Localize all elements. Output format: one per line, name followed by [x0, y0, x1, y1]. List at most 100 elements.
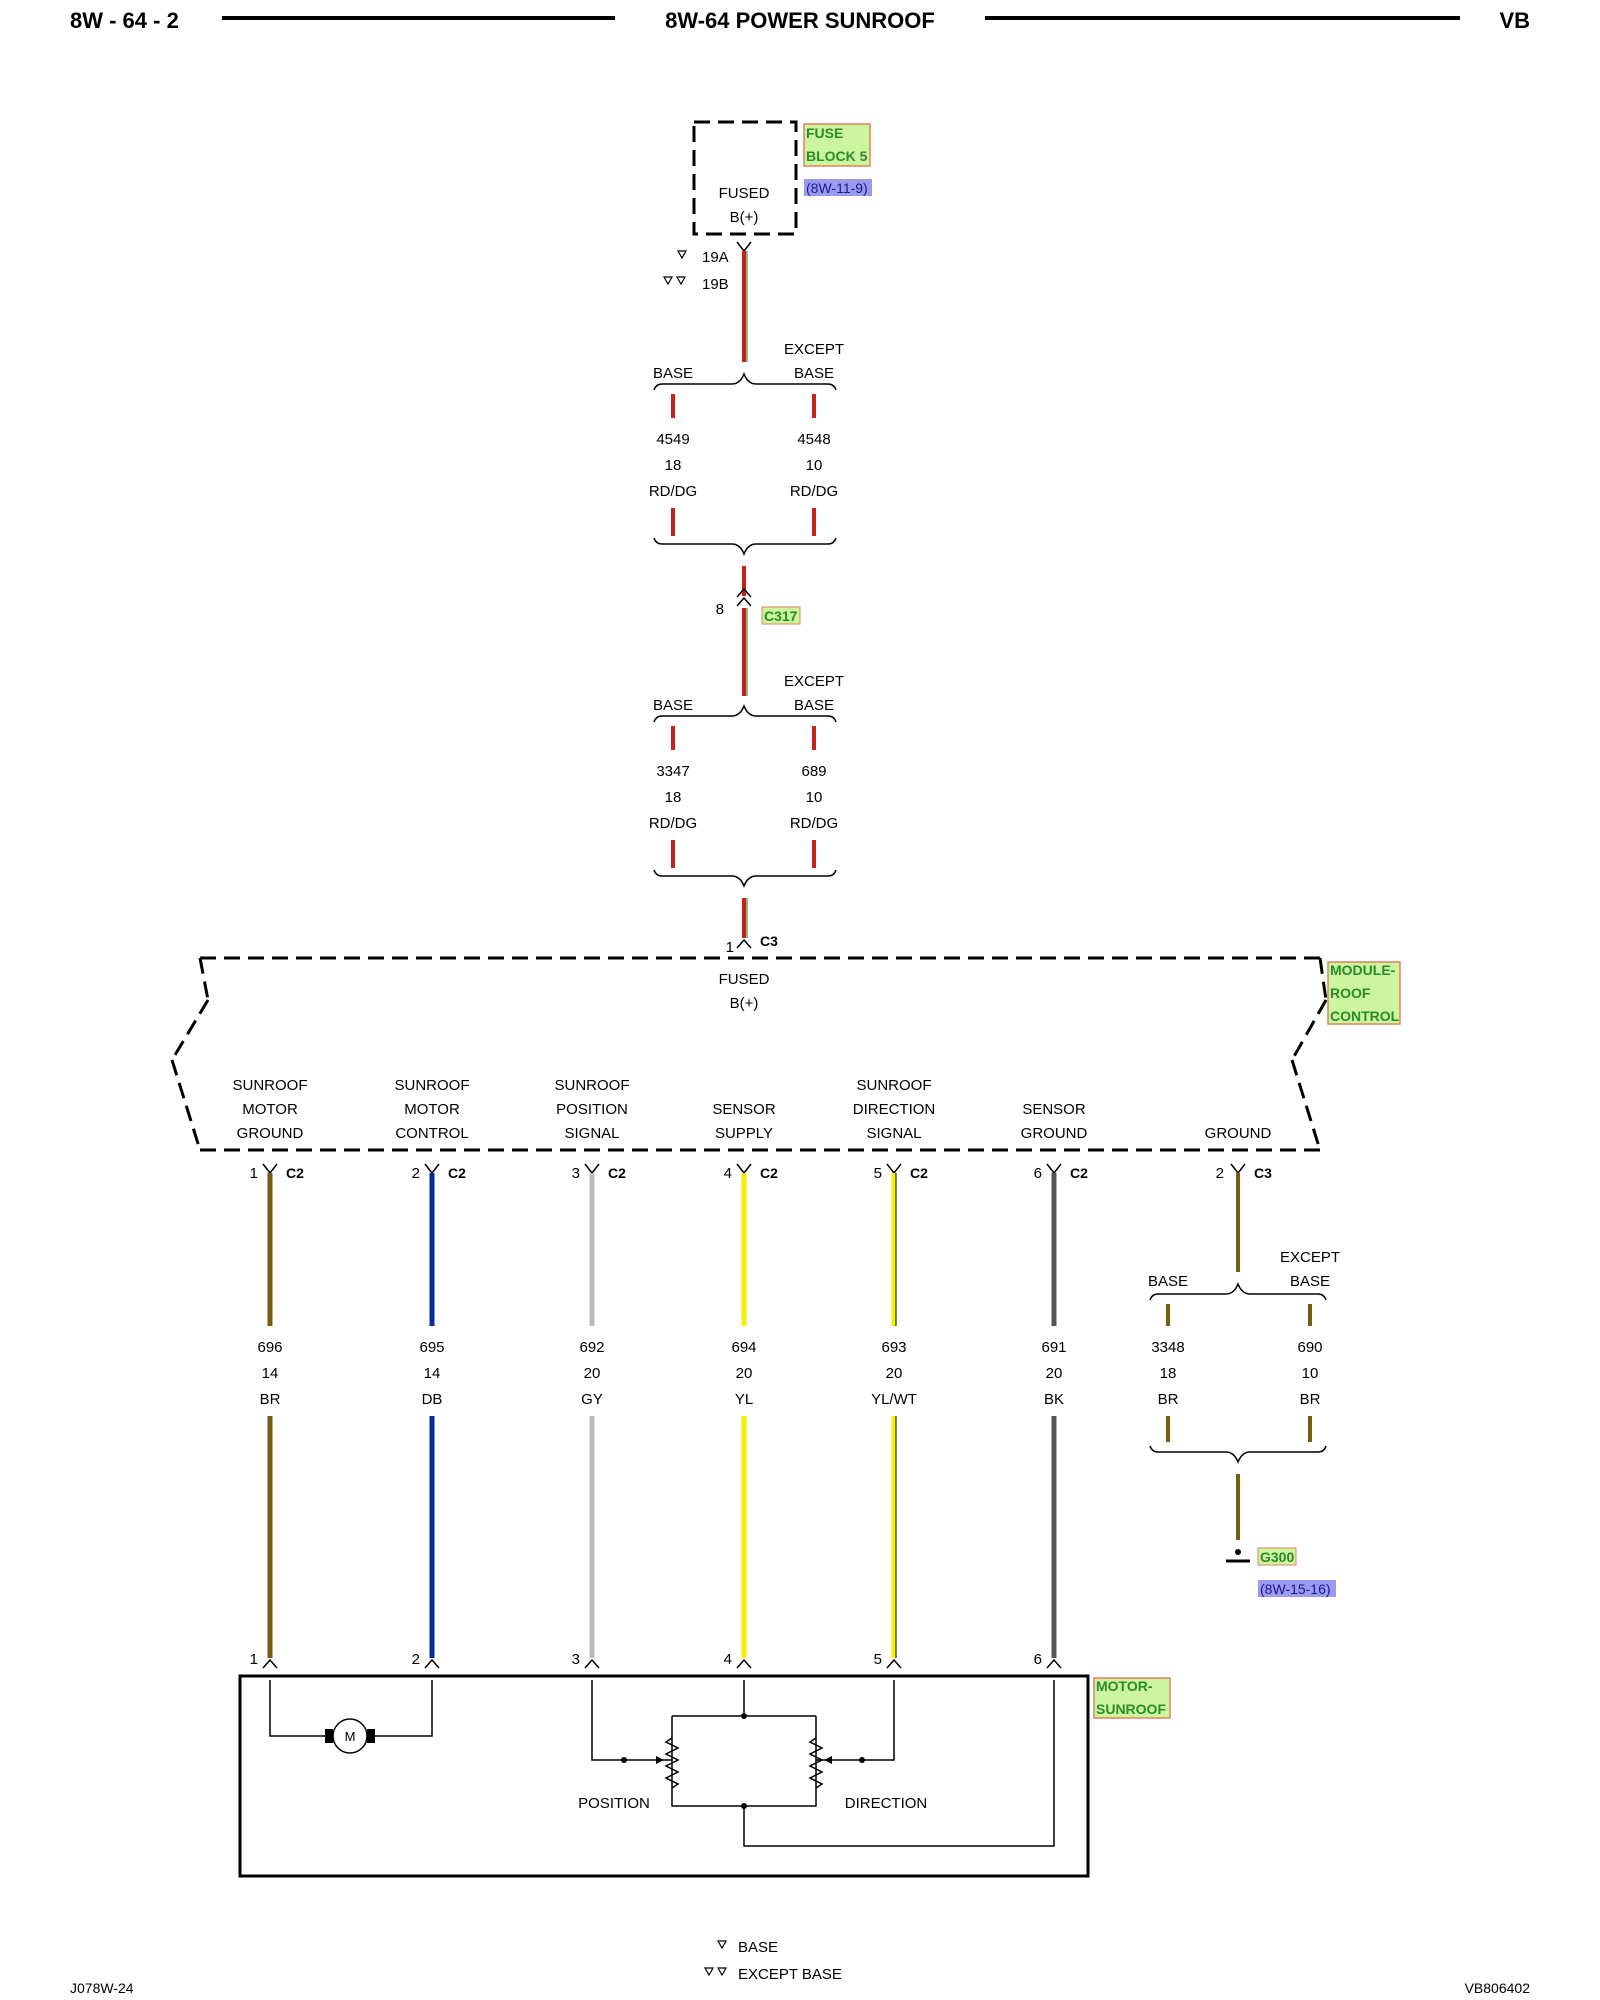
- wire-gauge: 14: [424, 1365, 441, 1382]
- wire-circuit-number: 695: [419, 1339, 444, 1356]
- terminal-label-line3: GROUND: [1021, 1125, 1088, 1142]
- motor-pin: 1: [250, 1651, 258, 1668]
- wire-color-code: BK: [1044, 1391, 1064, 1408]
- module-input-connector-icon: [736, 938, 752, 949]
- wire-circuit-number: 691: [1041, 1339, 1066, 1356]
- module-input-conn: C3: [760, 933, 778, 949]
- node-direction: [859, 1757, 865, 1763]
- splice2-except-label-1: EXCEPT: [784, 673, 844, 690]
- node-supply: [741, 1713, 747, 1719]
- motor-pin: 2: [412, 1651, 420, 1668]
- wire-3348-circuit: 3348: [1151, 1339, 1184, 1356]
- ground-connector-icon: [1230, 1163, 1246, 1175]
- legend-base-label: BASE: [738, 1939, 778, 1956]
- wire-689-circuit: 689: [801, 763, 826, 780]
- fuse-block-label-2: B(+): [730, 209, 759, 226]
- terminal-label-line3: GROUND: [237, 1125, 304, 1142]
- triangle-except-icon-2: [675, 276, 687, 286]
- node-ground: [741, 1803, 747, 1809]
- wire-4549-color: RD/DG: [649, 483, 697, 500]
- wire-gauge: 14: [262, 1365, 279, 1382]
- terminal-conn: C2: [760, 1165, 778, 1181]
- module-fused-label-1: FUSED: [719, 971, 770, 988]
- g300-ref: (8W-15-16): [1260, 1581, 1331, 1597]
- splice1-base-label: BASE: [653, 365, 693, 382]
- wire-689-color: RD/DG: [790, 815, 838, 832]
- terminal-pin: 5: [874, 1165, 882, 1182]
- fuse-block-tag-bg: [803, 123, 871, 167]
- splice1-except-label-1: EXCEPT: [784, 341, 844, 358]
- module-tag-bg: [1327, 961, 1401, 1025]
- terminal-label-line2: SENSOR: [712, 1101, 776, 1118]
- ground-base-label: BASE: [1148, 1273, 1188, 1290]
- legend-except-triangle-icon-2: [716, 1967, 728, 1977]
- wire-4549-gauge: 18: [665, 457, 682, 474]
- terminal-label-line1: SUNROOF: [857, 1077, 932, 1094]
- cavity-19a: 19A: [702, 249, 729, 266]
- terminal-conn: C2: [286, 1165, 304, 1181]
- vehicle-code: VB: [1499, 8, 1530, 33]
- legend-except-base-label: EXCEPT BASE: [738, 1966, 842, 1983]
- page-number: 8W - 64 - 2: [70, 8, 179, 33]
- wire-color-code: GY: [581, 1391, 603, 1408]
- page-title: 8W-64 POWER SUNROOF: [665, 8, 935, 33]
- wire-gauge: 20: [886, 1365, 903, 1382]
- direction-resistor-icon: [808, 1737, 824, 1789]
- terminal-label-line3: SUPPLY: [715, 1125, 773, 1142]
- cavity-19b: 19B: [702, 276, 729, 293]
- ground-brace-top: [1149, 1281, 1327, 1301]
- module-name-3: CONTROL: [1330, 1008, 1400, 1024]
- terminal-label-line3: SIGNAL: [564, 1125, 619, 1142]
- fuse-connector-icon: [736, 241, 752, 253]
- terminal-label-line1: SUNROOF: [233, 1077, 308, 1094]
- motor-connector-icon: [424, 1658, 440, 1669]
- fuse-block-label-1: FUSED: [719, 185, 770, 202]
- motor-pin: 3: [572, 1651, 580, 1668]
- splice1-brace-bottom: [653, 537, 837, 557]
- wire-690-gauge: 10: [1302, 1365, 1319, 1382]
- motor-brush-left: [325, 1729, 333, 1743]
- terminal-label-line2: POSITION: [556, 1101, 628, 1118]
- g300-name: G300: [1260, 1549, 1294, 1565]
- wire-3347-color: RD/DG: [649, 815, 697, 832]
- triangle-except-icon-1: [662, 276, 674, 286]
- terminal-connector-icon: [424, 1163, 440, 1175]
- splice2-brace-bottom: [653, 869, 837, 889]
- legend-base-triangle-icon: [716, 1940, 728, 1950]
- footer-right-code: VB806402: [1464, 1980, 1530, 1996]
- wire-circuit-number: 693: [881, 1339, 906, 1356]
- wire-circuit-number: 694: [731, 1339, 756, 1356]
- wire-color-code: YL/WT: [871, 1391, 917, 1408]
- node-position: [621, 1757, 627, 1763]
- fuse-block-name-1: FUSE: [806, 125, 843, 141]
- terminal-conn: C2: [448, 1165, 466, 1181]
- terminal-label-line3: CONTROL: [395, 1125, 468, 1142]
- terminal-label-line1: SUNROOF: [395, 1077, 470, 1094]
- motor-pin: 4: [724, 1651, 732, 1668]
- motor-sunroof-name-2: SUNROOF: [1096, 1701, 1166, 1717]
- wire-3347-gauge: 18: [665, 789, 682, 806]
- terminal-connector-icon: [1046, 1163, 1062, 1175]
- wire-gauge: 20: [1046, 1365, 1063, 1382]
- terminal-label-line1: SUNROOF: [555, 1077, 630, 1094]
- terminal-pin: 1: [250, 1165, 258, 1182]
- direction-label: DIRECTION: [845, 1795, 928, 1812]
- module-input-pin: 1: [726, 939, 734, 956]
- wire-3348-color: BR: [1158, 1391, 1179, 1408]
- position-label: POSITION: [578, 1795, 650, 1812]
- footer-left-code: J078W-24: [70, 1980, 134, 1996]
- wire-3347-circuit: 3347: [656, 763, 689, 780]
- terminal-pin: 4: [724, 1165, 732, 1182]
- motor-symbol: M: [345, 1729, 356, 1744]
- wire-gauge: 20: [584, 1365, 601, 1382]
- direction-wiper-arrow-icon: [824, 1756, 832, 1764]
- terminal-label-line2: SENSOR: [1022, 1101, 1086, 1118]
- terminal-conn: C2: [1070, 1165, 1088, 1181]
- ground-terminal-label: GROUND: [1205, 1125, 1272, 1142]
- position-resistor-icon: [664, 1737, 680, 1789]
- wire-690-color: BR: [1300, 1391, 1321, 1408]
- fuse-block-outline: [692, 120, 798, 236]
- ground-brace-bottom: [1149, 1445, 1327, 1465]
- ground-point-icon: [1235, 1549, 1241, 1555]
